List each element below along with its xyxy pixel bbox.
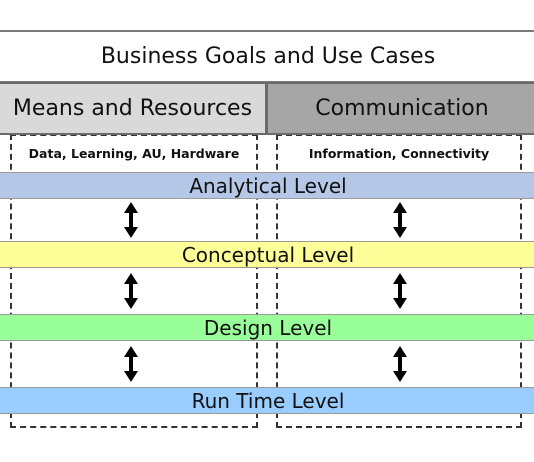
design-level-bar: Design Level [0, 314, 534, 341]
design-level-label: Design Level [203, 315, 333, 340]
communication-column-outline [276, 134, 522, 428]
business-goals-label: Business Goals and Use Cases [100, 44, 436, 69]
double-arrow-icon [393, 202, 407, 238]
communication-sub-label: Information, Connectivity [280, 140, 518, 166]
communication-header: Communication [266, 82, 534, 135]
conceptual-level-bar: Conceptual Level [0, 241, 534, 268]
means-resources-header: Means and Resources [0, 82, 267, 135]
business-goals-header: Business Goals and Use Cases [0, 30, 534, 83]
double-arrow-icon [393, 273, 407, 309]
run-time-level-label: Run Time Level [191, 388, 345, 413]
double-arrow-icon [393, 346, 407, 382]
double-arrow-icon [124, 202, 138, 238]
communication-label: Communication [315, 96, 489, 121]
conceptual-level-label: Conceptual Level [181, 242, 355, 267]
double-arrow-icon [124, 273, 138, 309]
analytical-level-label: Analytical Level [189, 173, 347, 198]
means-column-outline [10, 134, 258, 428]
means-sub-label: Data, Learning, AU, Hardware [14, 140, 254, 166]
means-resources-label: Means and Resources [12, 96, 253, 121]
double-arrow-icon [124, 346, 138, 382]
analytical-level-bar: Analytical Level [0, 172, 534, 199]
run-time-level-bar: Run Time Level [0, 387, 534, 414]
